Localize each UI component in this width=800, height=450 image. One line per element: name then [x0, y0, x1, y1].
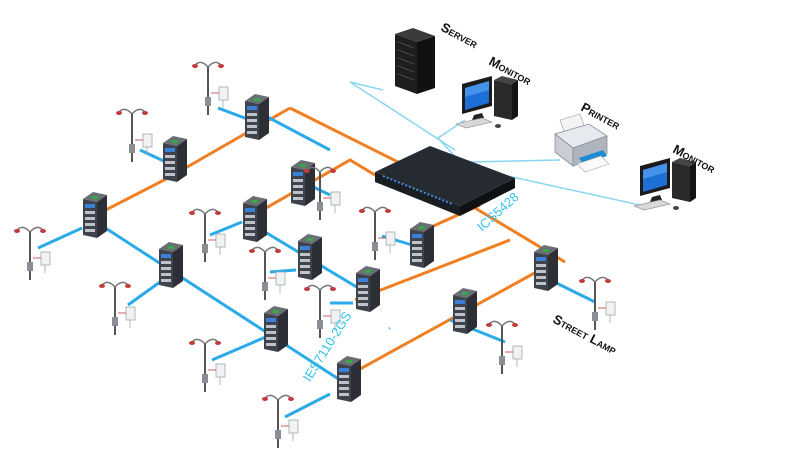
street-lamp-label: Street Lamp	[551, 311, 620, 357]
server-label: Server	[439, 19, 481, 51]
desktop-computer-icon	[633, 157, 697, 211]
printer-icon	[554, 113, 610, 173]
server-icon	[395, 28, 435, 94]
desktop-computer-icon	[455, 75, 519, 129]
core-switch	[375, 146, 515, 330]
fiber-links	[89, 106, 566, 382]
